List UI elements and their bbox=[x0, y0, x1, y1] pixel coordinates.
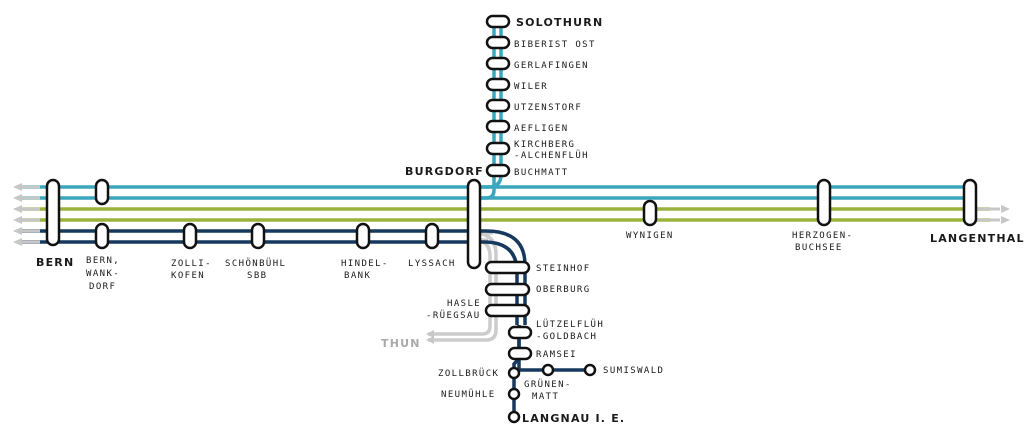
station-langnau-label[interactable]: LANGNAU I. E. bbox=[522, 412, 625, 425]
arrow-east bbox=[1001, 216, 1010, 224]
stop-wynigen bbox=[642, 199, 658, 227]
stop-langenthal bbox=[962, 178, 978, 227]
station-labels: BERN BERN, WANK- DORF ZOLLI- KOFEN SCHÖN… bbox=[36, 16, 1024, 425]
station-sumiswald-label[interactable]: SUMISWALD bbox=[603, 366, 664, 376]
station-kirchberg-label[interactable]: -ALCHENFLÜH bbox=[514, 150, 589, 161]
stop-zollbrueck bbox=[507, 366, 521, 380]
station-stops bbox=[45, 14, 978, 424]
arrow-west bbox=[13, 194, 22, 202]
stop-bern bbox=[45, 178, 61, 247]
station-hasle-label[interactable]: HASLE bbox=[447, 299, 481, 309]
stop-oberburg bbox=[484, 282, 531, 297]
arrow-thun bbox=[426, 330, 434, 338]
stop-utzenstorf bbox=[485, 98, 511, 113]
station-herzogenbuchsee-label[interactable]: HERZOGEN- bbox=[792, 231, 853, 241]
stop-luetzelflueh bbox=[507, 325, 533, 340]
station-hindelbank-label[interactable]: HINDEL- bbox=[341, 259, 389, 269]
station-herzogenbuchsee-label[interactable]: BUCHSEE bbox=[795, 243, 843, 253]
line-teal-solothurn bbox=[474, 20, 496, 200]
station-zollikofen-label[interactable]: ZOLLI- bbox=[171, 259, 212, 269]
arrow-west bbox=[13, 205, 22, 213]
station-hindelbank-label[interactable]: BANK bbox=[344, 271, 371, 281]
arrow-east bbox=[1001, 205, 1010, 213]
station-thun-label[interactable]: THUN bbox=[381, 337, 421, 350]
stop-aefligen bbox=[485, 119, 511, 134]
station-biberist-label[interactable]: BIBERIST OST bbox=[514, 40, 596, 50]
station-luetzelflueh-label[interactable]: LÜTZELFLÜH bbox=[536, 319, 604, 330]
stop-herzogenbuchsee bbox=[816, 178, 832, 227]
station-gruenenmatt-label[interactable]: MATT bbox=[532, 392, 559, 402]
station-solothurn-label[interactable]: SOLOTHURN bbox=[516, 16, 603, 29]
arrow-thun bbox=[426, 336, 434, 344]
station-neumuehle-label[interactable]: NEUMÜHLE bbox=[441, 389, 496, 400]
stop-gerlafingen bbox=[485, 56, 511, 71]
stop-schoenbuehl bbox=[250, 222, 266, 250]
stop-wankdorf bbox=[94, 178, 110, 206]
station-kirchberg-label[interactable]: KIRCHBERG bbox=[514, 140, 575, 150]
station-zollikofen-label[interactable]: KOFEN bbox=[171, 271, 205, 281]
station-wynigen-label[interactable]: WYNIGEN bbox=[626, 231, 674, 241]
stop-kirchberg bbox=[485, 141, 511, 156]
station-wankdorf-label[interactable]: WANK- bbox=[86, 269, 120, 279]
stop-lyssach bbox=[424, 222, 440, 250]
station-schoenbuehl-label[interactable]: SCHÖNBÜHL bbox=[225, 258, 286, 269]
stop-steinhof bbox=[484, 260, 531, 275]
station-buchmatt-label[interactable]: BUCHMATT bbox=[514, 168, 569, 178]
stop-biberist bbox=[485, 35, 511, 50]
station-bern-label[interactable]: BERN bbox=[36, 256, 74, 269]
arrow-west bbox=[13, 183, 22, 191]
stop-zollikofen bbox=[182, 222, 198, 250]
stop-ramsei bbox=[507, 346, 533, 361]
direction-arrows bbox=[13, 183, 1010, 344]
station-utzenstorf-label[interactable]: UTZENSTORF bbox=[514, 103, 582, 113]
station-aefligen-label[interactable]: AEFLIGEN bbox=[514, 124, 569, 134]
stop-buchmatt bbox=[485, 163, 511, 178]
stop-neumuehle bbox=[507, 387, 521, 401]
station-hasle-label[interactable]: -RÜEGSAU bbox=[426, 310, 481, 321]
stop-sumiswald-junction bbox=[541, 363, 555, 377]
stop-langnau bbox=[507, 410, 521, 424]
station-burgdorf-label[interactable]: BURGDORF bbox=[405, 165, 484, 178]
stop-hasle bbox=[484, 303, 531, 318]
station-wankdorf-label[interactable]: BERN, bbox=[86, 256, 120, 266]
station-zollbrueck-label[interactable]: ZOLLBRÜCK bbox=[438, 368, 499, 379]
station-luetzelflueh-label[interactable]: -GOLDBACH bbox=[536, 332, 597, 342]
station-lyssach-label[interactable]: LYSSACH bbox=[408, 259, 456, 269]
stop-hindelbank bbox=[355, 222, 371, 250]
arrow-west bbox=[13, 216, 22, 224]
station-ramsei-label[interactable]: RAMSEI bbox=[536, 350, 577, 360]
station-wankdorf-label[interactable]: DORF bbox=[89, 282, 116, 292]
stop-wiler bbox=[485, 77, 511, 92]
station-oberburg-label[interactable]: OBERBURG bbox=[536, 285, 591, 295]
station-schoenbuehl-label[interactable]: SBB bbox=[247, 271, 267, 281]
station-wiler-label[interactable]: WILER bbox=[514, 82, 548, 92]
arrow-west bbox=[13, 227, 22, 235]
stop-burgdorf bbox=[466, 178, 482, 270]
stop-sumiswald bbox=[583, 363, 597, 377]
station-langenthal-label[interactable]: LANGENTHAL bbox=[930, 232, 1024, 245]
station-gruenenmatt-label[interactable]: GRÜNEN- bbox=[524, 379, 572, 390]
station-steinhof-label[interactable]: STEINHOF bbox=[536, 264, 591, 274]
stop-solothurn bbox=[485, 14, 511, 29]
arrow-west bbox=[13, 238, 22, 246]
station-gerlafingen-label[interactable]: GERLAFINGEN bbox=[514, 61, 589, 71]
stop-wankdorf bbox=[94, 222, 110, 250]
